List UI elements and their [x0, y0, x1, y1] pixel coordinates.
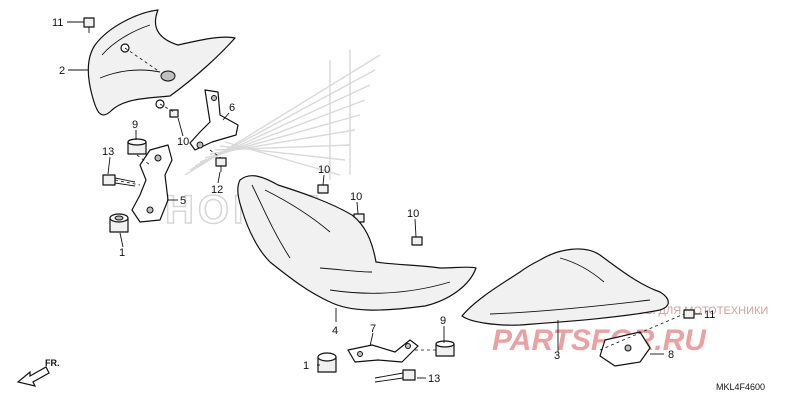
part-screw-11a: [83, 17, 95, 33]
callout-10: 10: [318, 164, 330, 176]
part-lower-inner-cowl: [237, 175, 477, 311]
callout-10: 10: [350, 191, 362, 203]
part-bracket-6: [189, 89, 239, 151]
callout-12: 12: [211, 184, 223, 196]
part-rubber-1b: [317, 352, 337, 373]
direction-label: FR.: [45, 358, 60, 368]
callout-11: 11: [52, 17, 63, 29]
part-bracket-8: [599, 331, 651, 367]
part-bolt-13a: [102, 174, 136, 187]
callout-1: 1: [119, 247, 125, 259]
callouts: 11 2 6 10 9 13 12 5 1 10 10 10 4 7 9 1 1…: [52, 17, 715, 385]
callout-1: 1: [303, 360, 309, 372]
part-bolt-13b: [374, 369, 416, 383]
part-grommet-9a: [127, 138, 147, 155]
callout-2: 2: [59, 65, 65, 77]
watermark-logo: PARTSFOR.RU: [492, 324, 707, 357]
callout-4: 4: [332, 325, 338, 337]
part-side-under-cowl: [461, 248, 669, 326]
callout-8: 8: [668, 349, 674, 361]
callout-7: 7: [370, 323, 376, 335]
callout-13: 13: [428, 373, 440, 385]
leader-lines: [67, 21, 702, 379]
front-direction-indicator: FR.: [16, 358, 60, 387]
part-screw-12: [215, 157, 227, 172]
callout-3: 3: [554, 350, 560, 362]
callout-6: 6: [229, 102, 235, 114]
callout-10: 10: [407, 208, 419, 220]
part-screw-10d: [411, 236, 423, 246]
part-grommet-9b: [435, 340, 455, 357]
callout-10: 10: [177, 136, 189, 148]
arrow-icon: [16, 366, 50, 387]
callout-5: 5: [180, 195, 186, 207]
callout-9: 9: [132, 119, 138, 131]
callout-11: 11: [704, 309, 715, 321]
part-screw-10b: [317, 184, 329, 194]
part-screw-11b: [683, 309, 695, 319]
part-screw-10a: [169, 109, 179, 118]
part-stay-7: [347, 339, 419, 363]
callout-9: 9: [440, 315, 446, 327]
part-rubber-1a: [109, 213, 129, 233]
part-stay-5: [131, 144, 173, 223]
assembly-lines: [114, 47, 685, 351]
diagram-code: MKL4F4600: [716, 382, 765, 392]
callout-13: 13: [102, 146, 114, 158]
